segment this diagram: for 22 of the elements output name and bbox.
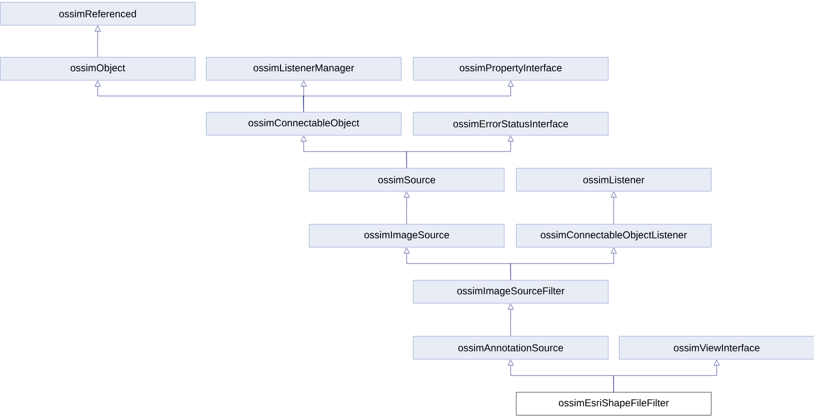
class-box: ossimErrorStatusInterface (413, 112, 608, 136)
class-box: ossimObject (0, 57, 196, 80)
inheritance-arrow (510, 248, 617, 280)
inheritance-arrow (406, 136, 514, 168)
class-box: ossimReferenced (0, 2, 196, 26)
class-box: ossimImageSourceFilter (413, 280, 608, 304)
inheritance-arrow (508, 304, 514, 336)
class-box: ossimConnectableObjectListener (516, 224, 712, 248)
class-box: ossimConnectableObject (206, 112, 402, 136)
inheritance-arrow (610, 192, 617, 224)
inheritance-arrow (94, 26, 101, 58)
class-box: ossimEsriShapeFileFilter (516, 392, 712, 416)
class-box: ossimViewInterface (619, 336, 814, 360)
class-box: ossimPropertyInterface (413, 57, 608, 80)
class-box: ossimAnnotationSource (413, 336, 608, 360)
inheritance-arrow (613, 360, 720, 392)
inheritance-arrow (404, 192, 410, 224)
class-box: ossimSource (309, 168, 504, 192)
class-box: ossimListener (516, 168, 712, 192)
class-box: ossimListenerManager (206, 57, 402, 80)
class-box: ossimImageSource (309, 224, 504, 248)
inheritance-arrow (303, 80, 514, 112)
